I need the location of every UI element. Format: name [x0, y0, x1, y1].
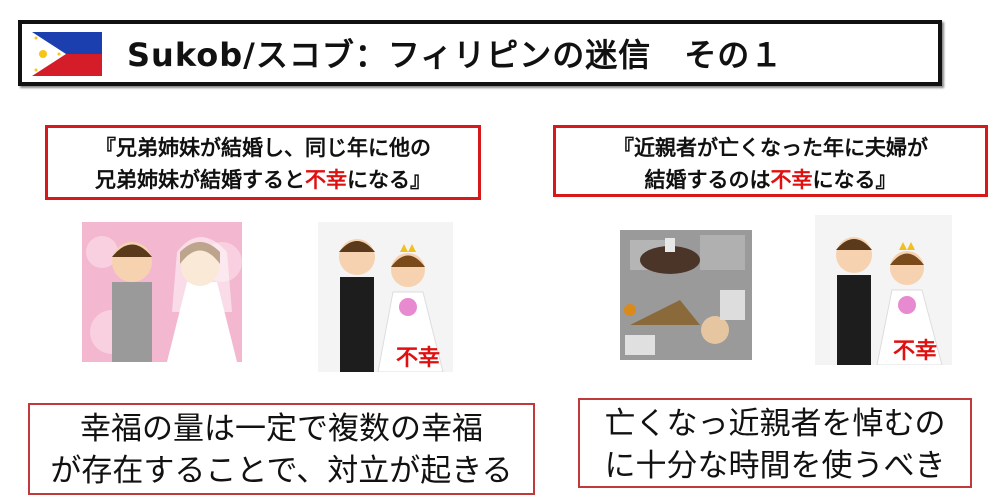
left-quote-box: 『兄弟姉妹が結婚し、同じ年に他の 兄弟姉妹が結婚すると不幸になる』: [45, 125, 481, 200]
right-summary-line1: 亡くなっ近親者を悼むの: [604, 406, 946, 442]
right-summary-box: 亡くなっ近親者を悼むの に十分な時間を使うべき: [578, 398, 972, 488]
left-quote-highlight: 不幸: [305, 168, 347, 192]
title-box: Sukob/スコブ：フィリピンの迷信 その１: [18, 20, 942, 86]
left-summary-line1: 幸福の量は一定で複数の幸福: [80, 411, 483, 447]
left-summary-box: 幸福の量は一定で複数の幸福 が存在することで、対立が起きる: [28, 403, 535, 495]
left-quote-line2: 兄弟姉妹が結婚すると不幸になる』: [48, 164, 478, 196]
right-quote-highlight: 不幸: [770, 168, 813, 192]
right-summary-line2: に十分な時間を使うべき: [604, 448, 946, 484]
right-quote-box: 『近親者が亡くなった年に夫婦が 結婚するのは不幸になる』: [553, 125, 988, 197]
left-summary-line2: が存在することで、対立が起きる: [50, 453, 513, 489]
left-quote-text: 兄弟姉妹が結婚すると: [95, 168, 305, 192]
right-quote-line2: 結婚するのは不幸になる』: [556, 164, 985, 196]
page-title: Sukob/スコブ：フィリピンの迷信 その１: [127, 36, 784, 74]
right-quote-line1: 『近親者が亡くなった年に夫婦が: [613, 136, 928, 160]
left-quote-end: になる』: [347, 168, 431, 192]
left-quote-line1: 『兄弟姉妹が結婚し、同じ年に他の: [95, 136, 431, 160]
right-quote-text: 結婚するのは: [644, 168, 771, 192]
fallen-man-illustration: [620, 230, 752, 360]
left-unhappy-label: 不幸: [396, 346, 441, 371]
wedding-couple-illustration: [82, 222, 242, 362]
philippines-flag-icon: [32, 32, 102, 76]
right-unhappy-label: 不幸: [893, 339, 938, 364]
couple-illustration: [318, 222, 453, 372]
couple-illustration-right: [815, 215, 952, 365]
right-quote-end: になる』: [812, 168, 897, 192]
